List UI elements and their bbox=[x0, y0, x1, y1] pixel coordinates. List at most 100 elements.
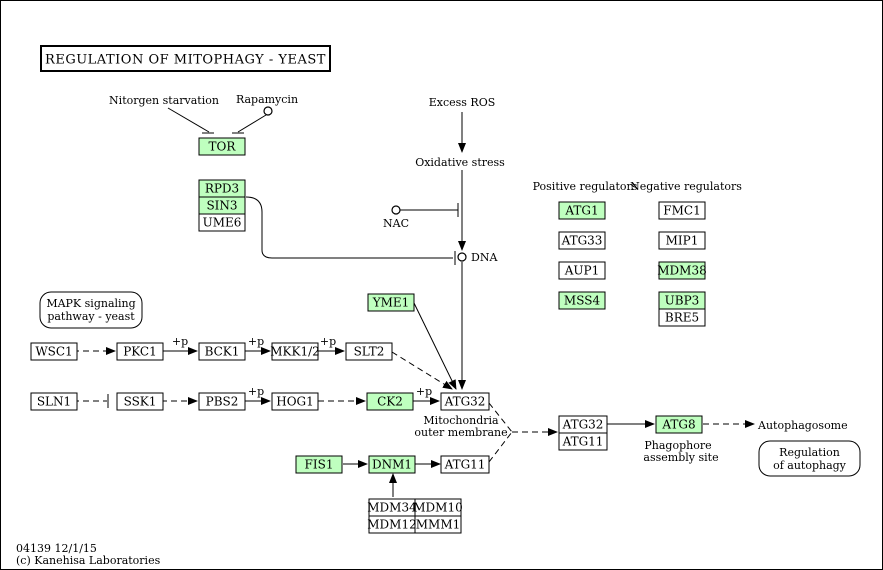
label-phospho-5: +p bbox=[416, 385, 432, 398]
gene-ubp3[interactable]: UBP3 bbox=[658, 291, 706, 310]
label-autophagosome: Autophagosome bbox=[757, 419, 848, 432]
label-negative-regulators: Negative regulators bbox=[630, 180, 742, 193]
gene-wsc1[interactable]: WSC1 bbox=[30, 342, 78, 361]
gene-label: PBS2 bbox=[206, 395, 239, 409]
gene-pkc1[interactable]: PKC1 bbox=[116, 342, 164, 361]
gene-label: ATG32 bbox=[562, 418, 604, 432]
gene-atg32-mito[interactable]: ATG32 bbox=[440, 392, 490, 411]
gene-mdm10[interactable]: MDM10 bbox=[413, 498, 463, 517]
gene-mip1[interactable]: MIP1 bbox=[658, 231, 706, 250]
gene-mdm34[interactable]: MDM34 bbox=[367, 498, 417, 517]
gene-label: TOR bbox=[209, 140, 237, 154]
gene-label: SLT2 bbox=[354, 345, 385, 359]
label-nitrogen-starvation: Nitorgen starvation bbox=[109, 94, 219, 107]
gene-pbs2[interactable]: PBS2 bbox=[198, 392, 246, 411]
gene-sln1[interactable]: SLN1 bbox=[30, 392, 78, 411]
gene-label: HOG1 bbox=[276, 395, 314, 409]
gene-label: SLN1 bbox=[37, 395, 71, 409]
label-phospho-2: +p bbox=[248, 335, 264, 348]
footer-copyright: (c) Kanehisa Laboratories bbox=[16, 554, 161, 567]
gene-bre5[interactable]: BRE5 bbox=[658, 308, 706, 327]
gene-mss4[interactable]: MSS4 bbox=[558, 291, 606, 310]
gene-label: ATG8 bbox=[661, 418, 695, 432]
gene-box bbox=[295, 455, 343, 474]
gene-box bbox=[558, 201, 606, 220]
labels: Nitorgen starvation Rapamycin Excess ROS… bbox=[16, 93, 848, 567]
gene-slt2[interactable]: SLT2 bbox=[345, 342, 393, 361]
gene-ssk1[interactable]: SSK1 bbox=[116, 392, 164, 411]
gene-atg32-complex[interactable]: ATG32 bbox=[558, 415, 608, 434]
gene-label: WSC1 bbox=[35, 345, 72, 359]
map-mapk-line2: pathway - yeast bbox=[47, 310, 135, 323]
gene-atg11-complex[interactable]: ATG11 bbox=[558, 432, 608, 451]
map-mapk-signaling[interactable]: MAPK signaling pathway - yeast bbox=[39, 291, 143, 329]
gene-sin3[interactable]: SIN3 bbox=[198, 196, 246, 215]
gene-ume6[interactable]: UME6 bbox=[198, 213, 246, 232]
gene-mdm12[interactable]: MDM12 bbox=[367, 515, 417, 534]
gene-yme1[interactable]: YME1 bbox=[367, 293, 415, 312]
gene-label: MIP1 bbox=[666, 234, 699, 248]
gene-label: YME1 bbox=[372, 296, 410, 310]
gene-mkk1-2[interactable]: MKK1/2 bbox=[270, 342, 320, 361]
map-reg-line2: of autophagy bbox=[773, 459, 847, 472]
gene-label: FMC1 bbox=[663, 204, 700, 218]
rapamycin-compound[interactable] bbox=[263, 106, 273, 116]
edge-yme1-atg32 bbox=[413, 302, 457, 390]
edge-atg11-merge bbox=[488, 431, 513, 463]
gene-atg8[interactable]: ATG8 bbox=[655, 415, 703, 434]
gene-atg33[interactable]: ATG33 bbox=[558, 231, 606, 250]
edge-sin3-dna bbox=[245, 196, 453, 259]
diagram-title: REGULATION OF MITOPHAGY - YEAST bbox=[45, 53, 326, 68]
map-mapk-line1: MAPK signaling bbox=[46, 297, 135, 310]
gene-ck2[interactable]: CK2 bbox=[366, 392, 414, 411]
gene-tor[interactable]: TOR bbox=[198, 137, 246, 156]
gene-box bbox=[655, 415, 703, 434]
gene-fis1[interactable]: FIS1 bbox=[295, 455, 343, 474]
dna-compound[interactable] bbox=[457, 252, 467, 262]
label-positive-regulators: Positive regulators bbox=[533, 180, 638, 193]
gene-box bbox=[440, 455, 490, 474]
gene-label: SIN3 bbox=[206, 199, 237, 213]
gene-box bbox=[198, 342, 246, 361]
gene-bck1[interactable]: BCK1 bbox=[198, 342, 246, 361]
gene-dnm1[interactable]: DNM1 bbox=[368, 455, 416, 474]
gene-label: MSS4 bbox=[564, 294, 601, 308]
label-phago-line2: assembly site bbox=[643, 451, 718, 464]
gene-mdm38[interactable]: MDM38 bbox=[657, 261, 707, 280]
nac-compound[interactable] bbox=[391, 205, 401, 215]
label-phospho-4: +p bbox=[248, 385, 264, 398]
gene-hog1[interactable]: HOG1 bbox=[271, 392, 319, 411]
gene-fmc1[interactable]: FMC1 bbox=[658, 201, 706, 220]
gene-box bbox=[271, 392, 319, 411]
gene-box bbox=[345, 342, 393, 361]
gene-label: AUP1 bbox=[564, 264, 600, 278]
gene-atg11-mito[interactable]: ATG11 bbox=[440, 455, 490, 474]
gene-label: ATG1 bbox=[564, 204, 598, 218]
label-phago-line1: Phagophore bbox=[644, 439, 711, 452]
gene-box bbox=[30, 392, 78, 411]
gene-label: ATG33 bbox=[561, 234, 603, 248]
gene-box bbox=[367, 293, 415, 312]
gene-label: MDM38 bbox=[657, 264, 706, 278]
label-rapamycin: Rapamycin bbox=[236, 93, 298, 106]
gene-box bbox=[368, 455, 416, 474]
gene-box bbox=[198, 137, 246, 156]
gene-box bbox=[558, 261, 606, 280]
gene-box bbox=[440, 392, 490, 411]
label-phospho-3: +p bbox=[320, 335, 336, 348]
gene-box bbox=[116, 392, 164, 411]
gene-aup1[interactable]: AUP1 bbox=[558, 261, 606, 280]
gene-box bbox=[558, 432, 608, 451]
gene-mmm1[interactable]: MMM1 bbox=[414, 515, 462, 534]
label-dna: DNA bbox=[471, 251, 498, 264]
gene-label: RPD3 bbox=[205, 182, 239, 196]
gene-box bbox=[116, 342, 164, 361]
compounds bbox=[263, 106, 467, 262]
edge-rapamycin-tor bbox=[237, 114, 267, 133]
gene-rpd3[interactable]: RPD3 bbox=[198, 179, 246, 198]
gene-box bbox=[198, 392, 246, 411]
gene-box bbox=[30, 342, 78, 361]
map-regulation-of-autophagy[interactable]: Regulation of autophagy bbox=[758, 440, 861, 477]
gene-box bbox=[366, 392, 414, 411]
gene-atg1[interactable]: ATG1 bbox=[558, 201, 606, 220]
